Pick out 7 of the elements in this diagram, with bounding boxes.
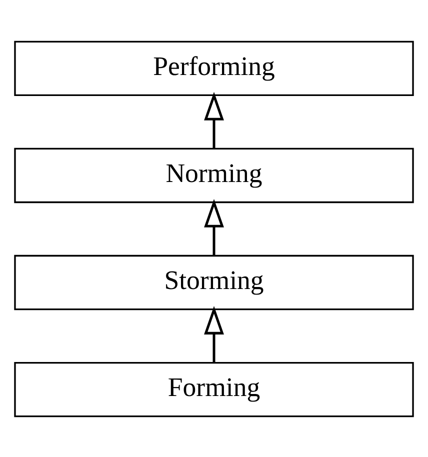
- arrow: [204, 198, 224, 256]
- node-box: Performing: [14, 40, 414, 96]
- arrow: [204, 91, 224, 148]
- node-box: Norming: [14, 147, 414, 203]
- node-box: Forming: [14, 361, 414, 417]
- node-box: Storming: [14, 254, 414, 310]
- arrow: [204, 305, 224, 362]
